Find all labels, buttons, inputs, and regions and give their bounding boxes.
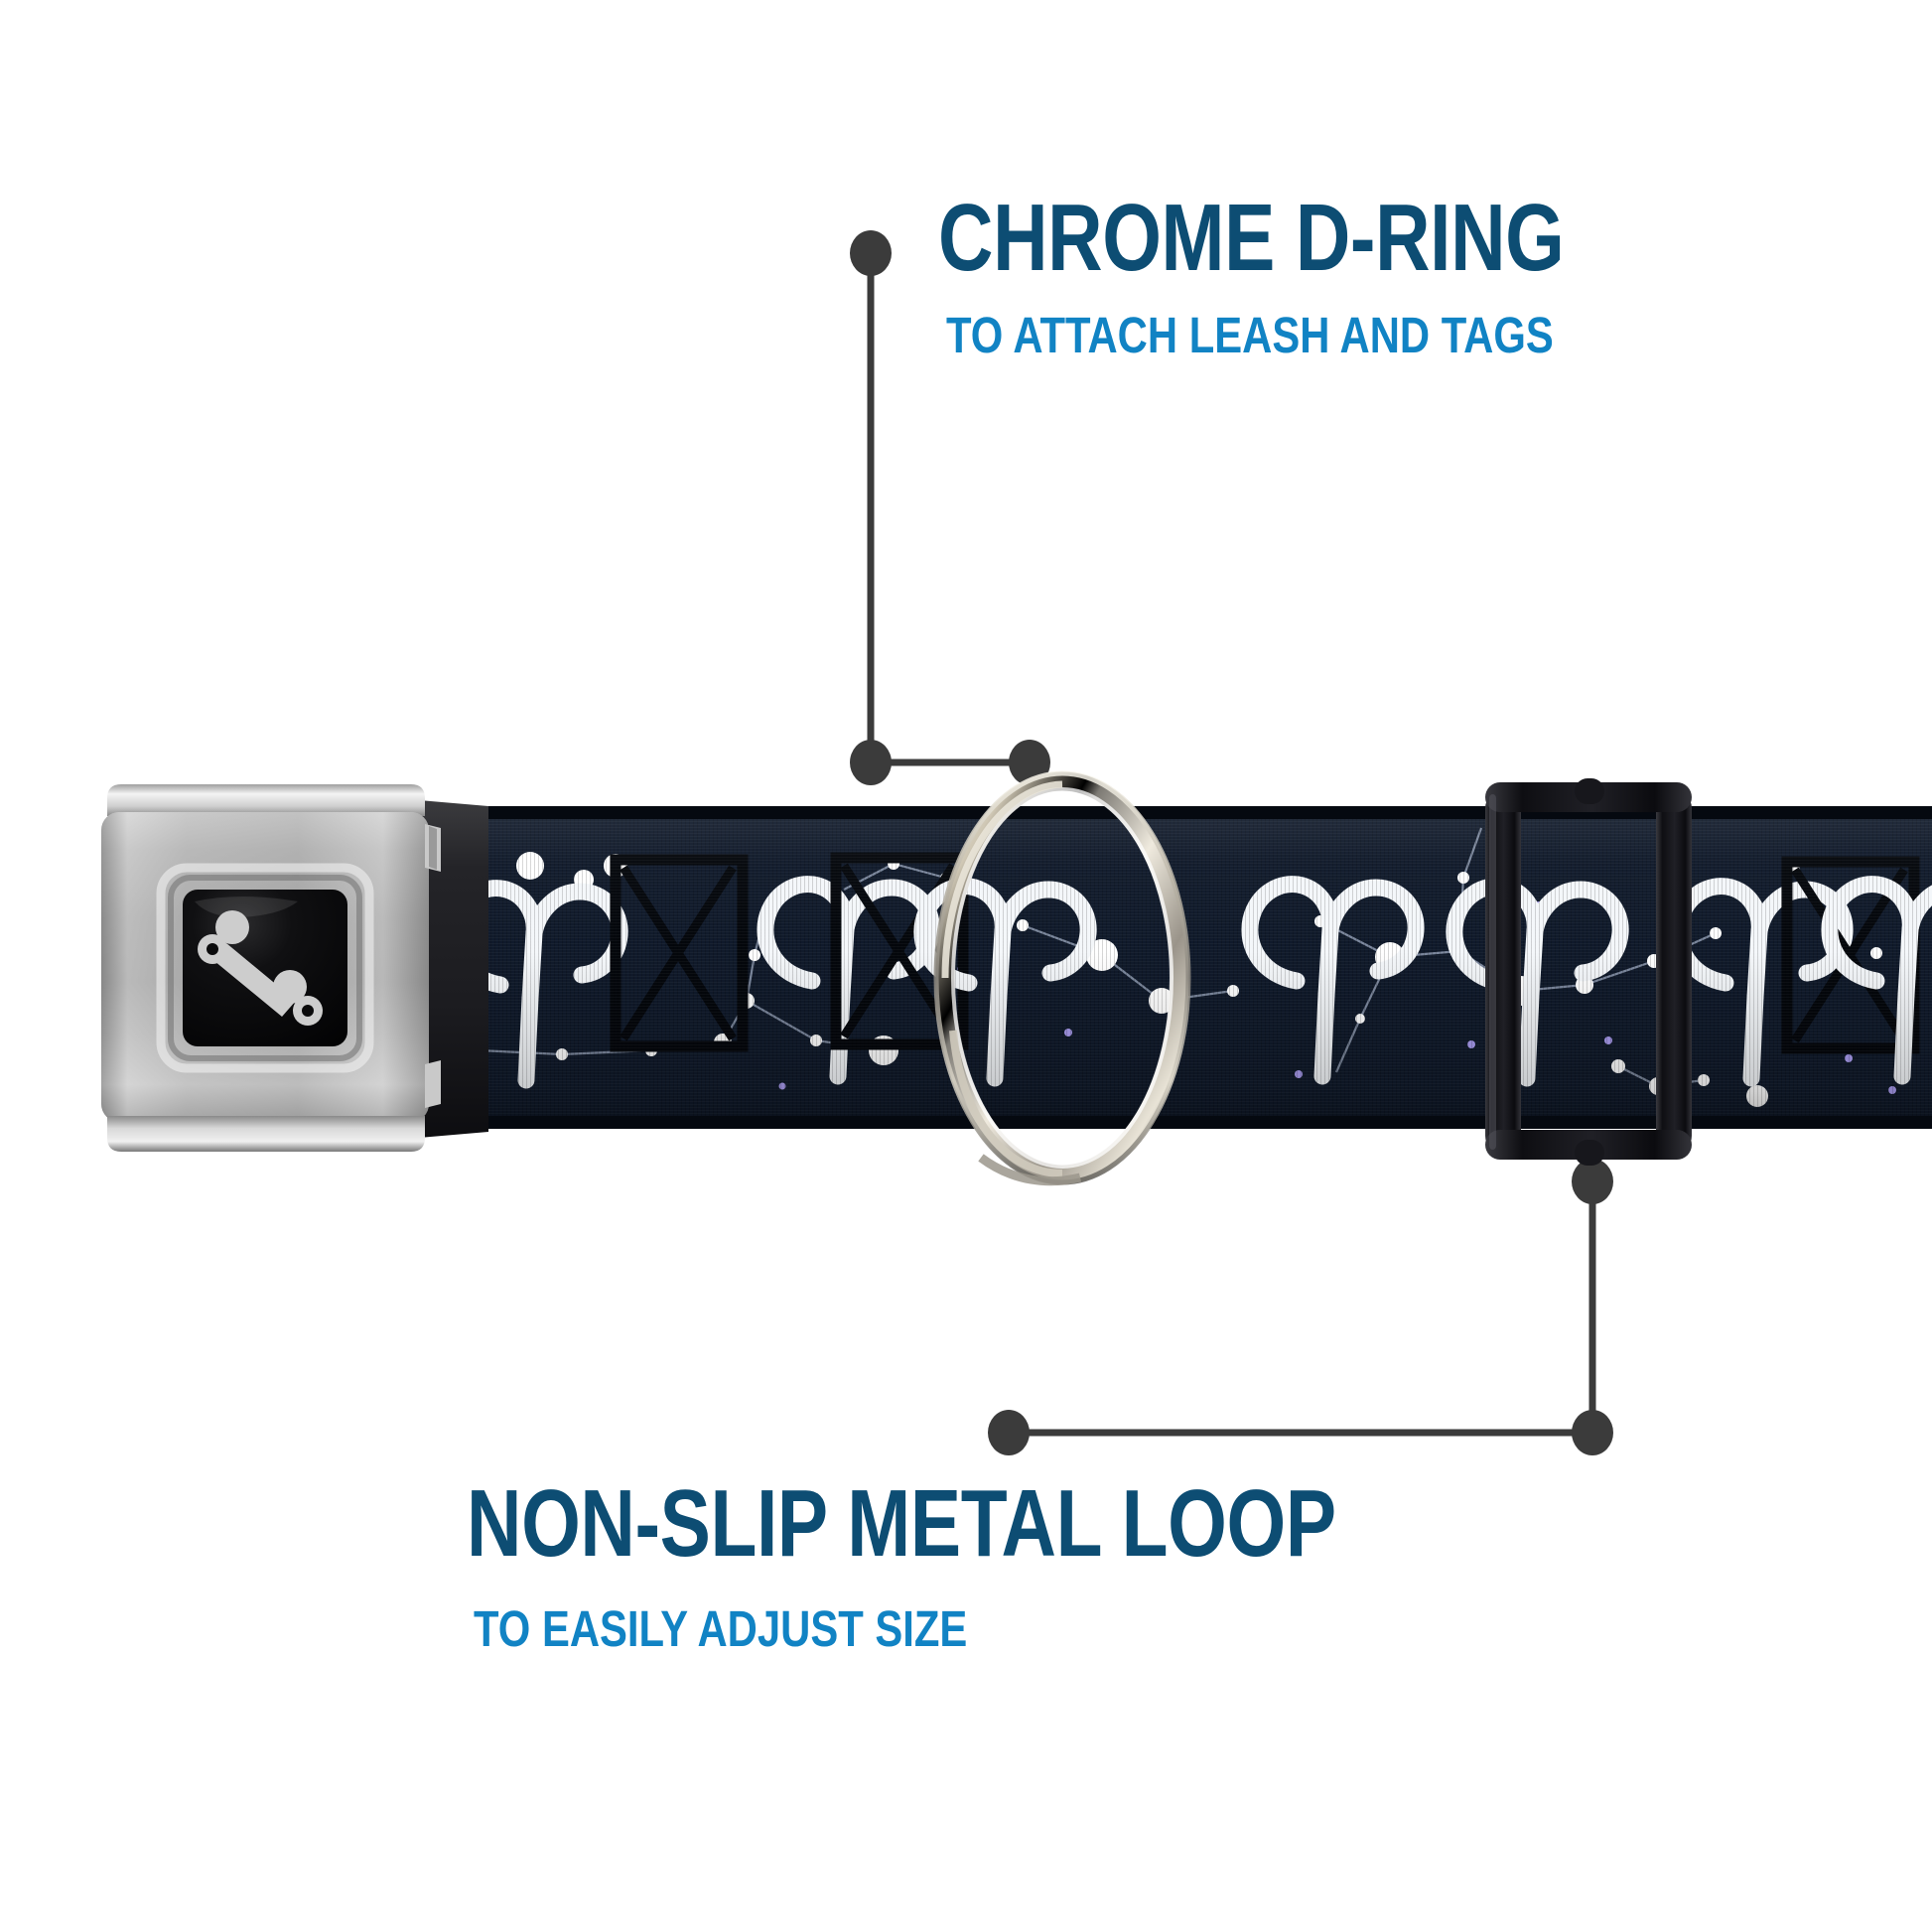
product-photo — [0, 735, 1932, 1191]
d-ring-coil-bottom — [949, 1030, 1063, 1177]
callout-subline-non-slip-metal-loop: TO EASILY ADJUST SIZE — [474, 1600, 968, 1657]
dog-bone-icon — [198, 910, 323, 1026]
buckle-bevel-shadow — [168, 875, 362, 1061]
buckle-bottom-lip — [107, 1116, 425, 1152]
leader-dot-icon — [1572, 1410, 1613, 1455]
callout-headline-non-slip-metal-loop: NON-SLIP METAL LOOP — [467, 1470, 1336, 1577]
loop-top-notch — [1575, 778, 1604, 804]
d-ring-outer-rim — [933, 770, 1191, 1185]
buckle-latch-notches — [425, 824, 441, 1108]
leader-non-slip-metal-loop — [988, 1159, 1613, 1455]
slider-loop[interactable] — [1479, 776, 1708, 1166]
buckle-inset-glare — [195, 897, 298, 917]
buckle-bevel-highlight — [156, 863, 374, 1073]
seatbelt-buckle[interactable] — [91, 762, 488, 1172]
chrome-d-ring[interactable] — [923, 764, 1201, 1191]
leader-dot-icon — [988, 1410, 1030, 1455]
buckle-strap-tongue — [419, 800, 488, 1138]
d-ring-inner-highlight — [951, 787, 1173, 1169]
loop-edge-highlight — [1489, 794, 1496, 1150]
leader-dot-icon — [850, 230, 892, 276]
d-ring-coil-top — [941, 780, 1063, 979]
loop-right-bar — [1656, 790, 1692, 1154]
loop-bottom-notch — [1575, 1140, 1604, 1166]
callout-headline-chrome-d-ring: CHROME D-RING — [938, 185, 1565, 291]
buckle-top-lip — [107, 784, 425, 816]
callout-subline-chrome-d-ring: TO ATTACH LEASH AND TAGS — [946, 307, 1554, 363]
